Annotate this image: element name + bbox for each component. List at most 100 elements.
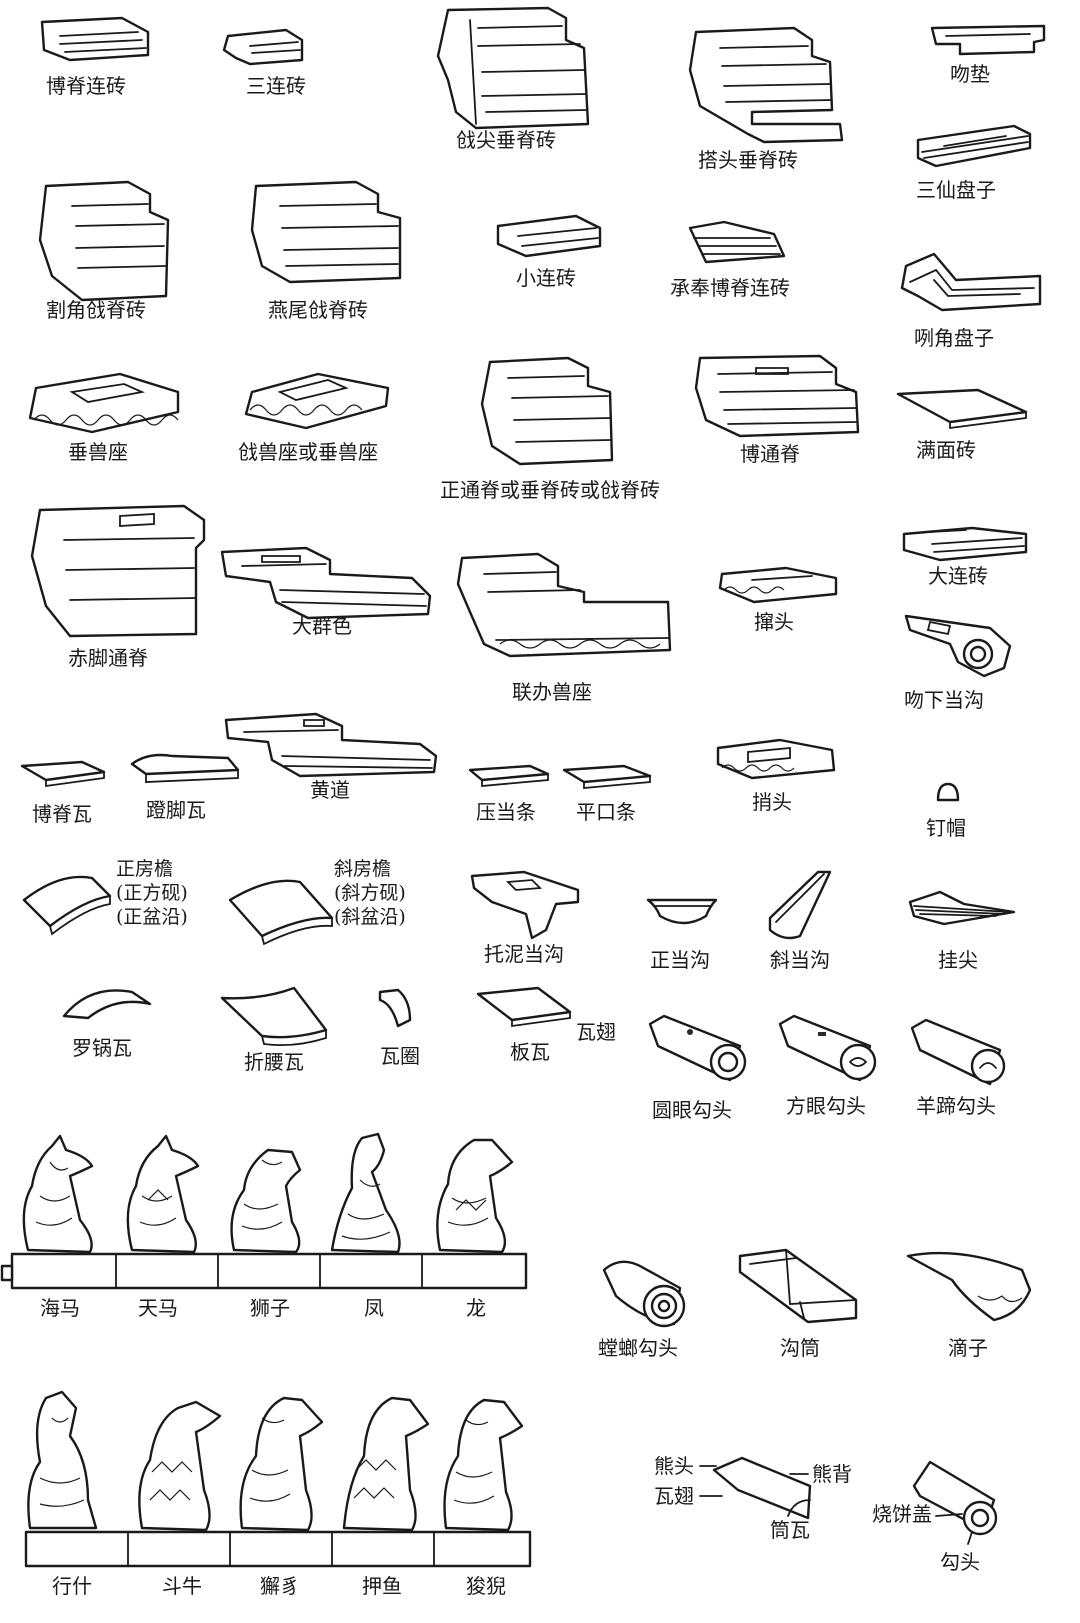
xiao-lianzhuan-drawing [496,214,602,258]
label-zheyao-wa: 折腰瓦 [244,1050,304,1074]
tuoni-danggou-drawing [470,870,580,940]
xingshi-figure [27,1390,98,1530]
label-xiao-lianzhuan: 小连砖 [516,266,576,290]
label-yangti-goutou: 羊蹄勾头 [916,1094,996,1118]
label-chengfeng-boji: 承奉博脊连砖 [670,276,790,300]
label-fangyan-goutou: 方眼勾头 [786,1094,866,1118]
label-botong-ji: 博通脊 [740,442,800,466]
label-zhengtong-ji: 正通脊或垂脊砖或戗脊砖 [440,478,660,502]
label-tangtou: 捎头 [752,790,792,814]
label-guajian: 挂尖 [938,948,978,972]
label-manmian-zhuan: 满面砖 [916,438,976,462]
tianma-figure [126,1134,200,1254]
tongwa-drawing [699,1456,812,1520]
label-xing-shi: 行什 [52,1574,92,1598]
jianjian-chuiji-drawing [436,6,590,130]
label-jianjian-chuiji: 戗尖垂脊砖 [456,128,556,152]
fangyan-goutou-drawing [778,1014,877,1082]
label-shaobing-gai: 烧饼盖 [872,1502,932,1526]
beast-base-1 [0,1252,528,1290]
zheyao-wa-drawing [220,986,328,1047]
douniu-figure [138,1400,222,1532]
label-dou-niu: 斗牛 [162,1574,202,1598]
label-dengjiao-wa: 蹬脚瓦 [146,798,206,822]
pingkou-tiao-drawing [562,764,652,789]
label-gou-tong: 沟筒 [780,1336,820,1360]
label-zheng-fangyan: 正房檐 (正方砚) (正盆沿) [116,858,188,928]
wendian-drawing [930,24,1046,56]
label-gou-tou: 勾头 [940,1550,980,1574]
liejiao-panzi-drawing [900,252,1042,312]
ban-wa-drawing [476,986,572,1028]
zheng-fangyan-drawing [22,875,112,936]
dengjiao-wa-drawing [130,753,240,783]
chuantou-drawing [718,566,838,604]
label-lianban-shouzuo: 联办兽座 [512,680,592,704]
label-dingmao: 钉帽 [926,816,966,840]
label-tong-wa: 筒瓦 [770,1518,810,1542]
label-feng: 凤 [364,1296,384,1320]
label-pingkou-tiao: 平口条 [576,800,636,824]
label-tanglang-goutou: 螳螂勾头 [598,1336,678,1360]
yadang-tiao-drawing [468,764,550,787]
label-luoguo-wa: 罗锅瓦 [72,1036,132,1060]
label-xie-fangyan: 斜房檐 (斜方砚) (斜盆沿) [334,858,406,928]
chuishou-zuo-drawing [28,372,180,434]
label-liejiao-panzi: 咧角盘子 [914,326,994,350]
label-da-qunse: 大群色 [292,614,352,638]
da-lianzhuan-drawing [902,526,1028,562]
tangtou-drawing [716,738,836,780]
lianban-shouzuo-drawing [456,552,672,658]
zheng-danggou-drawing [646,898,718,925]
label-datou-chuiji: 搭头垂脊砖 [698,148,798,172]
label-wa-chi-2: 瓦翅 [654,1484,694,1508]
boji-wa-drawing [20,760,106,788]
label-ban-wa: 板瓦 [510,1040,550,1064]
label-yadang-tiao: 压当条 [476,800,536,824]
label-tuoni-danggou: 托泥当沟 [484,942,564,966]
san-lianzhuan-drawing [222,28,304,66]
wenxia-danggou-drawing [904,614,1012,678]
label-wa-quan: 瓦圈 [380,1044,420,1068]
datou-chuiji-drawing [688,26,844,144]
label-chuishou-zuo: 垂兽座 [68,440,128,464]
yanwei-qiangji-drawing [250,180,402,284]
dingmao-drawing [936,782,960,802]
label-da-lianzhuan: 大连砖 [928,564,988,588]
luoguo-wa-drawing [62,989,152,1020]
label-xie-zhi: 獬豸 [260,1574,300,1598]
chengfeng-boji-drawing [688,220,786,264]
label-zheng-danggou: 正当沟 [650,948,710,972]
sanxian-panzi-drawing [916,124,1032,168]
botong-ji-drawing [694,354,860,438]
shizi-figure [230,1148,302,1254]
guajian-drawing [908,890,1016,926]
label-huangdao: 黄道 [310,778,350,802]
label-yuanyan-goutou: 圆眼勾头 [652,1098,732,1122]
label-di-zi: 滴子 [948,1336,988,1360]
xie-fangyan-drawing [228,879,334,946]
dizi-drawing [906,1251,1032,1322]
label-wenxia-danggou: 吻下当沟 [904,688,984,712]
label-xie-danggou: 斜当沟 [770,948,830,972]
qiangshou-zuo-drawing [244,372,390,430]
huangdao-drawing [224,712,438,778]
feng-figure [330,1132,401,1254]
label-gejiao-qiangji: 割角戗脊砖 [46,298,146,322]
label-wendian: 吻垫 [950,62,990,86]
label-chuantou: 撺头 [754,610,794,634]
label-xiong-tou: 熊头 [654,1454,694,1478]
gejiao-qiangji-drawing [38,180,170,302]
label-xiong-bei: 熊背 [812,1462,852,1486]
long-figure [436,1138,514,1254]
manmian-zhuan-drawing [896,388,1028,430]
label-hai-ma: 海马 [40,1296,80,1320]
label-yanwei-qiangji: 燕尾戗脊砖 [268,298,368,322]
yuanyan-goutou-drawing [648,1014,747,1082]
label-sanxian-panzi: 三仙盘子 [916,178,996,202]
beast-base-2 [24,1530,532,1568]
boji-lianzhuan-drawing [40,16,150,62]
wa-quan-drawing [378,988,412,1028]
